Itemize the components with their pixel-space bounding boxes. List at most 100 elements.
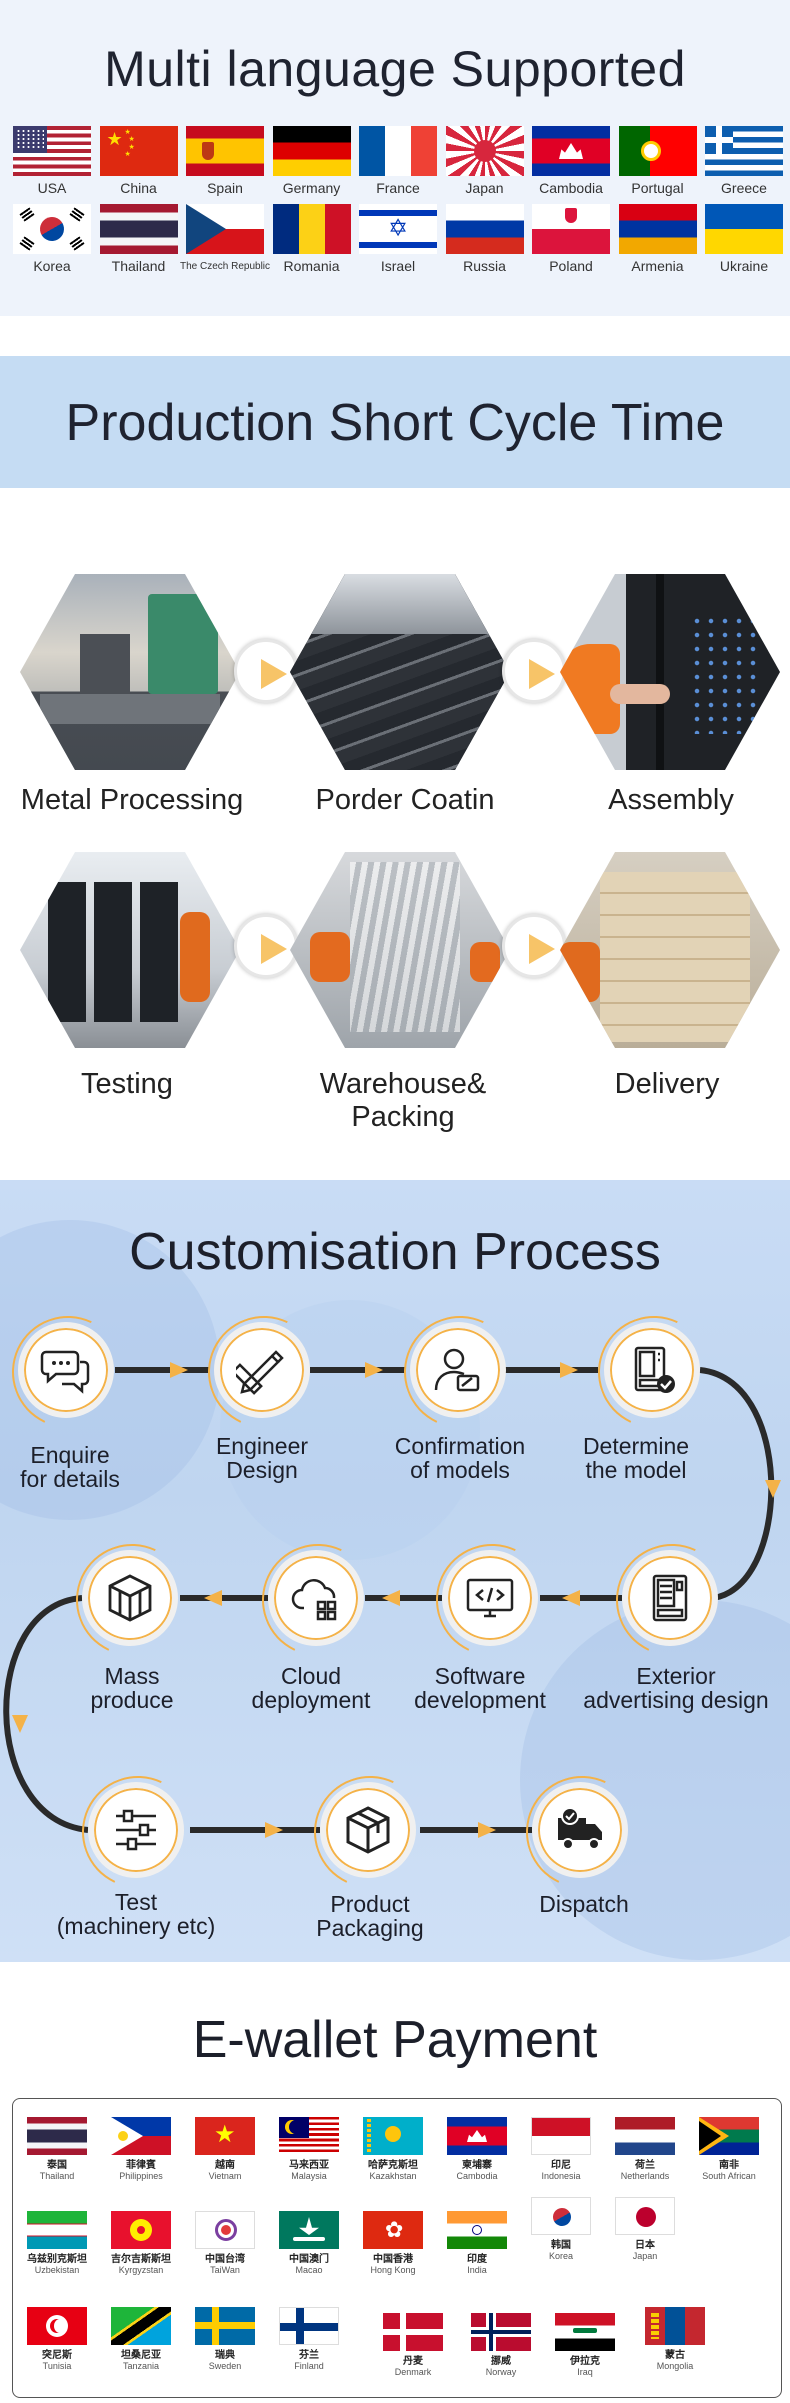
taiwan-flag-icon <box>195 2211 255 2249</box>
philippines-flag-icon <box>111 2117 171 2155</box>
norway-flag-icon <box>471 2313 531 2351</box>
testing-photo <box>20 852 240 1048</box>
wallet-kazakhstan: 哈萨克斯坦 Kazakhstan <box>351 2117 435 2182</box>
wallet-finland: 芬兰 Finland <box>267 2307 351 2372</box>
language-armenia: Armenia <box>618 204 698 274</box>
wallet-macao: 中国澳门 Macao <box>267 2211 351 2276</box>
vending-machine-check-icon <box>634 1346 675 1393</box>
denmark-flag-icon <box>383 2313 443 2351</box>
play-arrow-icon-1 <box>234 639 298 703</box>
cambodia-flag-icon <box>532 126 610 176</box>
label-mass-produce: Mass produce <box>90 1663 174 1713</box>
iraq-flag-icon <box>555 2313 615 2351</box>
cubes-icon <box>108 1574 152 1622</box>
germany-flag-icon <box>272 126 351 176</box>
label-dispatch: Dispatch <box>539 1891 629 1917</box>
wallet-tunisia: 突尼斯 Tunisia <box>15 2307 99 2372</box>
step-mass-produce <box>82 1550 178 1646</box>
language-usa: USA <box>12 126 92 196</box>
japan-flag-icon <box>445 126 524 176</box>
wallet-norway: 挪威 Norway <box>459 2313 543 2378</box>
malaysia-flag-icon <box>279 2117 339 2155</box>
stage-label-metal-processing: Metal Processing <box>20 784 244 816</box>
vending-machine-icon <box>652 1574 688 1622</box>
customisation-section: Customisation Process <box>0 1180 790 1962</box>
step-test <box>88 1782 184 1878</box>
language-romania: Romania <box>272 204 352 274</box>
wallet-taiwan: 中国台湾 TaiWan <box>183 2211 267 2276</box>
play-arrow-icon-3 <box>234 914 298 978</box>
pencil-ruler-icon <box>236 1350 284 1395</box>
uzbekistan-flag-icon <box>27 2211 87 2249</box>
user-edit-icon <box>434 1348 480 1392</box>
language-russia: Russia <box>445 204 525 274</box>
code-monitor-icon <box>466 1578 514 1618</box>
tunisia-flag-icon <box>27 2307 87 2345</box>
cloud-grid-icon <box>291 1579 337 1621</box>
chat-bubbles-icon <box>40 1350 90 1394</box>
production-title: Production Short Cycle Time <box>65 394 725 452</box>
finland-flag-icon <box>279 2307 339 2345</box>
language-france: France <box>358 126 438 196</box>
thailand-flag-icon <box>99 204 178 254</box>
language-israel: ✡ Israel <box>358 204 438 274</box>
wallet-cambodia: 柬埔寨 Cambodia <box>435 2117 519 2182</box>
korea-flag-icon <box>531 2197 591 2235</box>
language-thailand: Thailand <box>99 204 179 274</box>
kyrgyzstan-flag-icon <box>111 2211 171 2249</box>
warehouse-packing-photo <box>290 852 510 1048</box>
stage-label-delivery: Delivery <box>614 1068 720 1100</box>
step-dispatch <box>532 1782 628 1878</box>
indonesia-flag-icon <box>531 2117 591 2155</box>
israel-flag-icon: ✡ <box>359 204 437 254</box>
wallet-kyrgyzstan: 吉尔吉斯斯坦 Kyrgyzstan <box>99 2211 183 2276</box>
language-poland: Poland <box>531 204 611 274</box>
language-czech: The Czech Republic <box>180 204 270 274</box>
romania-flag-icon <box>272 204 351 254</box>
usa-flag-icon <box>13 126 91 176</box>
language-germany: Germany <box>272 126 352 196</box>
czech-flag-icon <box>186 204 264 254</box>
powder-coating-photo <box>290 574 510 770</box>
wallet-tanzania: 坦桑尼亚 Tanzania <box>99 2307 183 2372</box>
wallet-vietnam: ★ 越南 Vietnam <box>183 2117 267 2182</box>
play-arrow-icon-2 <box>502 639 566 703</box>
step-enquire <box>18 1322 114 1418</box>
step-software-development <box>442 1550 538 1646</box>
cambodia-flag-icon <box>447 2117 507 2155</box>
sliders-icon <box>116 1809 156 1851</box>
label-software-development: Software development <box>414 1663 546 1713</box>
russia-flag-icon <box>445 204 524 254</box>
macao-flag-icon <box>279 2211 339 2249</box>
language-flags-row-1: USA ★ ★ ★ ★ ★ China Spain Germany France <box>12 126 784 196</box>
india-flag-icon <box>447 2211 507 2249</box>
china-flag-icon: ★ ★ ★ ★ ★ <box>99 126 178 176</box>
production-header: Production Short Cycle Time <box>0 356 790 488</box>
poland-flag-icon <box>532 204 610 254</box>
wallet-malaysia: 马来西亚 Malaysia <box>267 2117 351 2182</box>
customisation-title: Customisation Process <box>129 1223 661 1281</box>
package-box-icon <box>346 1806 390 1854</box>
step-cloud-deployment <box>268 1550 364 1646</box>
stage-label-testing: Testing <box>81 1068 173 1100</box>
wallet-uzbekistan: 乌兹别克斯坦 Uzbekistan <box>15 2211 99 2276</box>
step-confirmation <box>410 1322 506 1418</box>
wallet-thailand: 泰国 Thailand <box>15 2117 99 2182</box>
stage-label-powder-coating: Porder Coatin <box>315 784 495 816</box>
armenia-flag-icon <box>618 204 697 254</box>
languages-title: Multi language Supported <box>104 41 686 97</box>
wallet-netherlands: 荷兰 Netherlands <box>603 2117 687 2182</box>
assembly-photo <box>560 574 780 770</box>
language-spain: Spain <box>185 126 265 196</box>
wallet-japan: 日本 Japan <box>603 2197 687 2262</box>
step-determine-model <box>604 1322 700 1418</box>
sweden-flag-icon <box>195 2307 255 2345</box>
language-japan: Japan <box>445 126 525 196</box>
wallet-indonesia: 印尼 Indonesia <box>519 2117 603 2182</box>
label-determine-model: Determine the model <box>582 1433 690 1483</box>
label-confirmation: Confirmation of models <box>394 1433 526 1483</box>
portugal-flag-icon <box>618 126 697 176</box>
wallet-south-africa: 南非 South African <box>687 2117 771 2182</box>
wallet-denmark: 丹麦 Denmark <box>371 2313 455 2378</box>
wallet-hong-kong: ✿ 中国香港 Hong Kong <box>351 2211 435 2276</box>
